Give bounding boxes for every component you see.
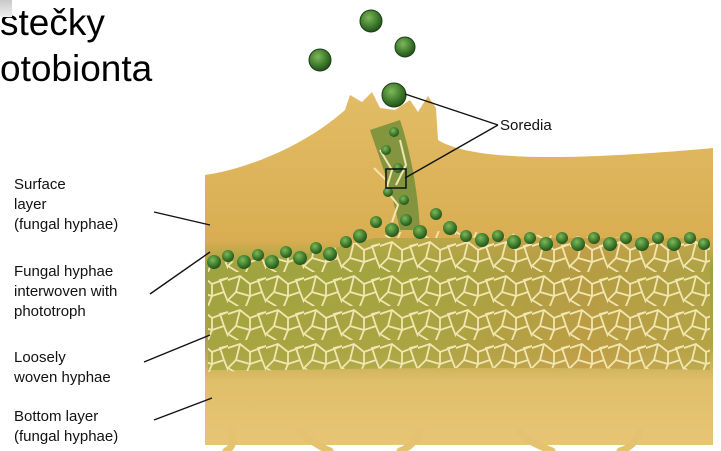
thallus-body — [205, 92, 713, 445]
label-phototroph-line-3: phototroph — [14, 302, 117, 322]
label-surface-line-1: Surface — [14, 175, 118, 195]
soredia-particles — [309, 10, 415, 107]
label-loose-hyphae: Loosely woven hyphae — [14, 348, 111, 388]
slide-title: stečky otobionta — [0, 0, 152, 92]
title-line-2: otobionta — [0, 46, 152, 92]
label-soredia: Soredia — [500, 116, 552, 136]
label-bottom-layer: Bottom layer (fungal hyphae) — [14, 407, 118, 447]
label-bottom-line-2: (fungal hyphae) — [14, 427, 118, 447]
label-surface-line-2: layer — [14, 195, 118, 215]
label-phototroph-line-1: Fungal hyphae — [14, 262, 117, 282]
title-line-1: stečky — [0, 0, 152, 46]
label-phototroph-line-2: interwoven with — [14, 282, 117, 302]
label-soredia-text: Soredia — [500, 116, 552, 136]
label-phototroph-layer: Fungal hyphae interwoven with phototroph — [14, 262, 117, 322]
label-loose-line-2: woven hyphae — [14, 368, 111, 388]
label-bottom-line-1: Bottom layer — [14, 407, 118, 427]
label-surface-layer: Surface layer (fungal hyphae) — [14, 175, 118, 235]
label-loose-line-1: Loosely — [14, 348, 111, 368]
label-surface-line-3: (fungal hyphae) — [14, 215, 118, 235]
corner-decoration — [0, 0, 12, 17]
